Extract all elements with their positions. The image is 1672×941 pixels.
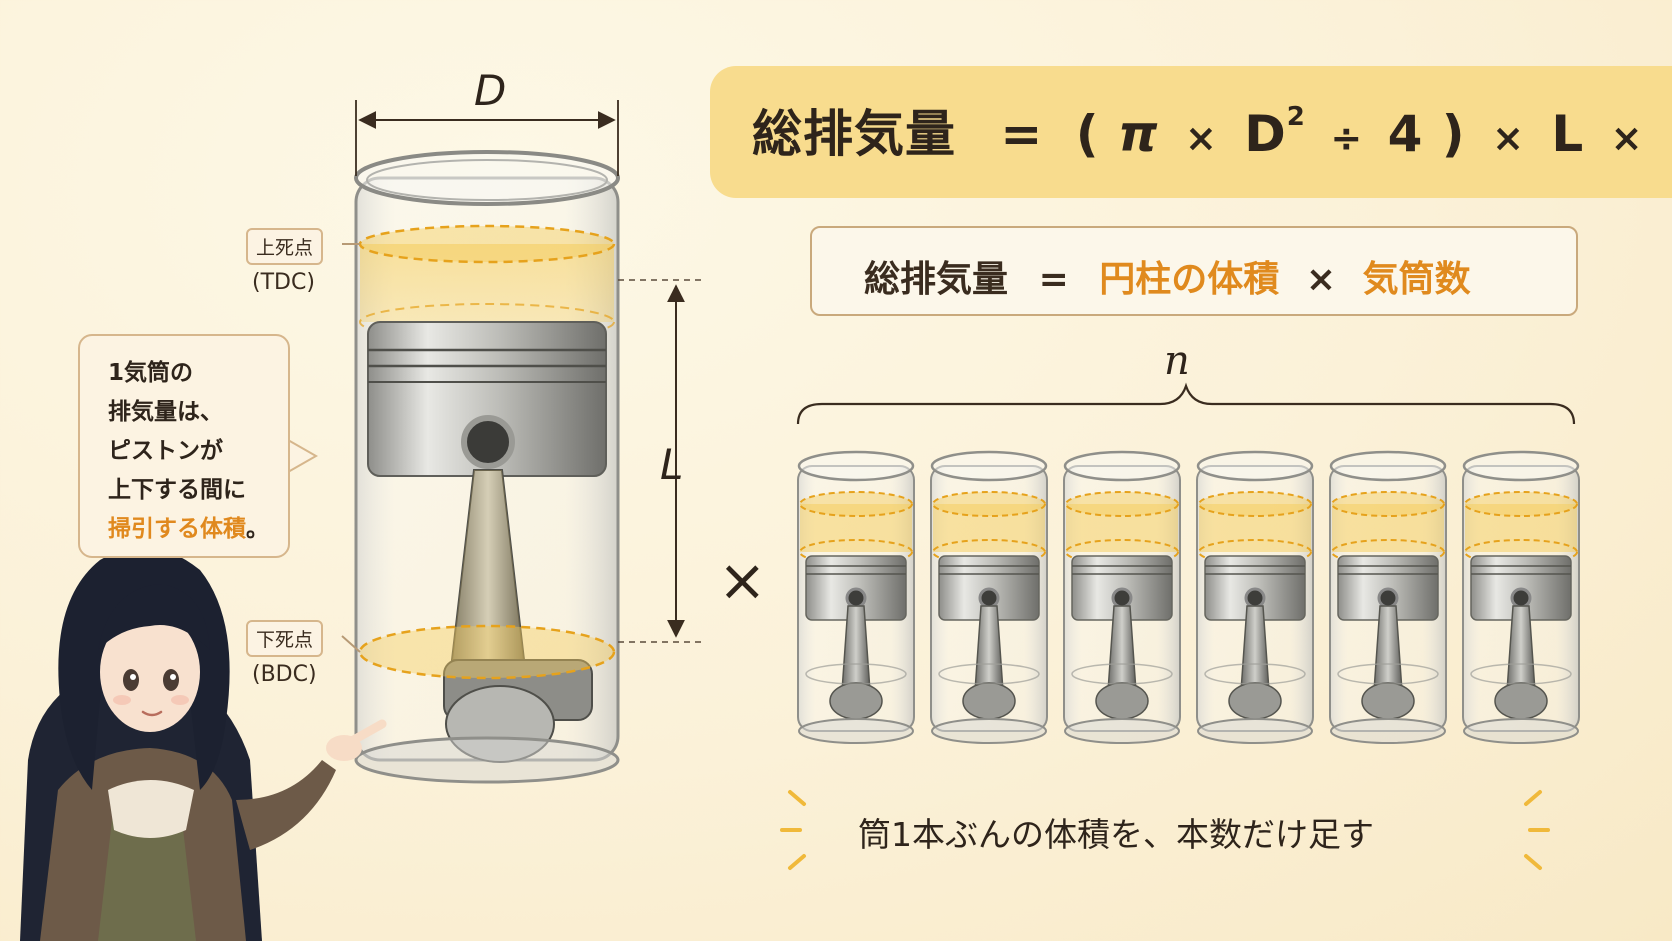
formula-n: n [1670, 105, 1672, 163]
formula-exponent: 2 [1286, 102, 1306, 132]
character-illustration [20, 547, 387, 941]
bubble-line-1: 1気筒の [108, 360, 194, 386]
formula-d: D [1244, 105, 1287, 163]
cylinder-row [796, 450, 1581, 745]
cylinder-4 [1195, 450, 1315, 745]
formula-equals: = [1000, 105, 1044, 163]
sparkle-left-icon [780, 790, 806, 870]
caption: 筒1本ぶんの体積を、本数だけ足す [858, 815, 1374, 854]
explanation-bubble: 1気筒の 排気量は、 ピストンが 上下する間に 掃引する体積。 [78, 334, 290, 558]
formula-times-3: × [1610, 116, 1644, 160]
diameter-dimension [355, 100, 619, 176]
sparkle-right-icon [1524, 790, 1550, 870]
formula-times-1: × [1185, 116, 1218, 160]
n-brace [796, 382, 1576, 425]
simple-term-cylinders: 気筒数 [1362, 259, 1471, 300]
bubble-tail [287, 438, 319, 474]
l-label: L [660, 440, 684, 489]
bubble-end: 。 [246, 516, 269, 542]
simple-term-volume: 円柱の体積 [1099, 259, 1280, 300]
simple-formula-box [810, 226, 1578, 316]
bubble-line-4: 上下する間に [108, 477, 246, 503]
multiply-sign: × [718, 546, 767, 614]
simple-times: × [1305, 259, 1337, 300]
cylinder-6 [1461, 450, 1581, 745]
d-label: D [474, 66, 507, 115]
cylinder-5 [1328, 450, 1448, 745]
bubble-line-2: 排気量は、 [108, 399, 223, 425]
formula-open-paren: ( [1075, 105, 1100, 163]
formula-l: L [1551, 105, 1585, 163]
tdc-sublabel: (TDC) [252, 270, 315, 295]
simple-lhs: 総排気量 [864, 259, 1009, 300]
bdc-label: 下死点 [246, 620, 324, 657]
formula-divide: ÷ [1330, 116, 1364, 160]
simple-formula: 総排気量 = 円柱の体積 × 気筒数 [864, 250, 1471, 302]
formula-lhs: 総排気量 [752, 105, 956, 163]
tdc-label: 上死点 [246, 228, 324, 265]
cylinder-1 [796, 450, 916, 745]
bdc-leader [341, 635, 361, 653]
cylinder-3 [1062, 450, 1182, 745]
simple-equals: = [1038, 259, 1069, 300]
formula-pi: π [1118, 105, 1159, 163]
main-formula: 総排気量 = ( π × D2 ÷ 4 ) × L × n [752, 94, 1672, 166]
bubble-highlight: 掃引する体積 [108, 516, 246, 542]
stroke-dimension [618, 279, 702, 643]
formula-close-paren: ) [1441, 105, 1466, 163]
n-label: n [1164, 338, 1190, 384]
formula-times-2: × [1492, 116, 1525, 160]
main-cylinder [354, 150, 620, 784]
formula-four: 4 [1387, 105, 1424, 163]
cylinder-2 [929, 450, 1049, 745]
bubble-line-5: 掃引する体積。 [108, 510, 288, 549]
bubble-line-3: ピストンが [108, 438, 223, 464]
formula-banner [710, 66, 1672, 198]
bdc-sublabel: (BDC) [252, 662, 317, 687]
